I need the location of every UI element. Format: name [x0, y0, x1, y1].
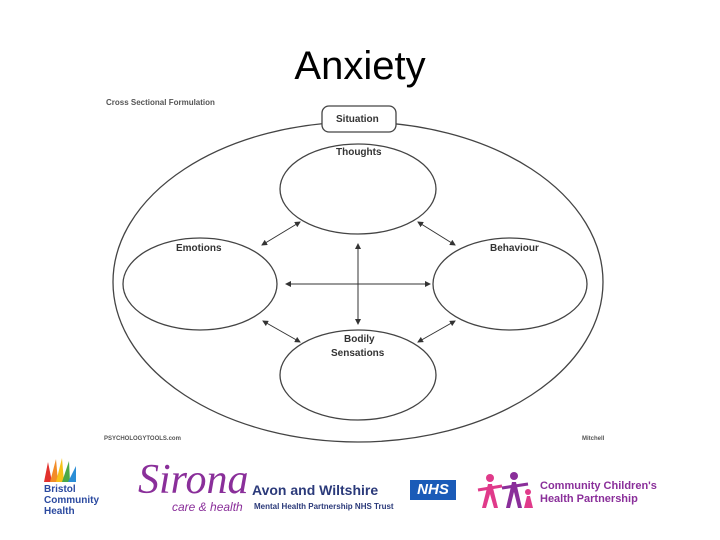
- diagram-author: Mitchell: [582, 436, 605, 442]
- slide-title: Anxiety: [294, 44, 426, 88]
- arrow-emotions-bodily: [262, 320, 301, 343]
- cross-sectional-formulation-diagram: Cross Sectional Formulation Situation Th…: [100, 92, 620, 452]
- bch-line1: Bristol: [44, 484, 76, 495]
- bch-line2: Community: [44, 495, 99, 506]
- thoughts-ellipse: [279, 143, 437, 235]
- diagram-source: PSYCHOLOGYTOOLS.com: [104, 436, 181, 442]
- thoughts-label: Thoughts: [336, 147, 382, 158]
- arrow-behaviour-bodily: [417, 320, 456, 343]
- ccp-line2: Health Partnership: [540, 493, 638, 505]
- emotions-ellipse: [122, 237, 278, 331]
- bodily-label-line1: Bodily: [344, 334, 375, 345]
- awp-logo-subtitle: Mental Health Partnership NHS Trust: [254, 502, 394, 511]
- diagram-caption: Cross Sectional Formulation: [106, 98, 215, 107]
- bristol-community-health-text: Bristol Community Health: [44, 484, 99, 517]
- situation-box: [321, 105, 397, 133]
- sirona-logo-subtitle: care & health: [172, 500, 243, 514]
- behaviour-ellipse: [432, 237, 588, 331]
- bch-line3: Health: [44, 506, 75, 517]
- emotions-label: Emotions: [176, 243, 222, 254]
- arrow-thoughts-behaviour: [417, 221, 456, 246]
- awp-logo-main: Avon and Wiltshire: [252, 482, 379, 498]
- sirona-logo-word: Sirona: [138, 457, 249, 503]
- diagram-canvas: [112, 105, 604, 443]
- ccp-family-logo-icon: [477, 472, 533, 508]
- nhs-badge: NHS: [410, 480, 456, 500]
- bodily-sensations-ellipse: [279, 329, 437, 421]
- bristol-community-health-logo-icon: [44, 458, 76, 482]
- ccp-logo-text: Community Children's Health Partnership: [540, 480, 657, 506]
- situation-label: Situation: [336, 114, 379, 125]
- behaviour-label: Behaviour: [490, 243, 539, 254]
- ccp-line1: Community Children's: [540, 480, 657, 492]
- arrow-thoughts-emotions: [261, 221, 301, 246]
- bodily-label-line2: Sensations: [331, 348, 385, 359]
